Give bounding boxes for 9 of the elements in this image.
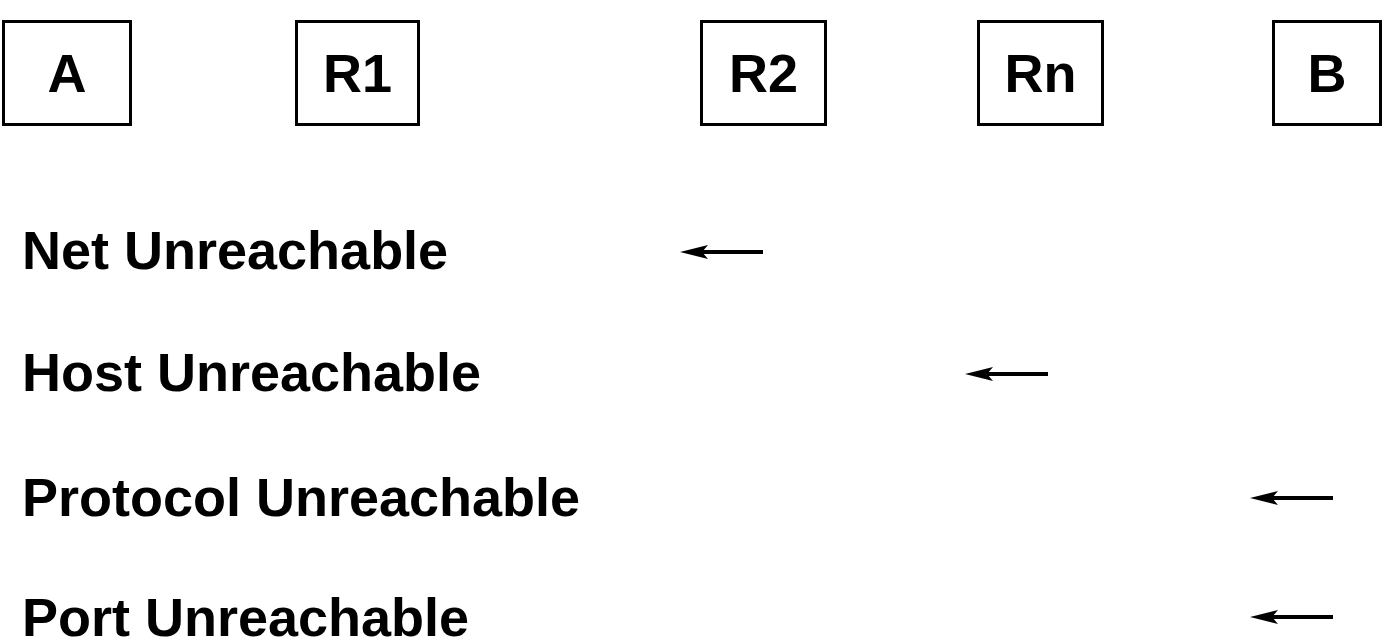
message-label: Port Unreachable — [22, 586, 470, 642]
node-box: R1 — [295, 20, 420, 126]
node-box: B — [1272, 20, 1382, 126]
node-box: Rn — [977, 20, 1104, 126]
node-box: A — [2, 20, 132, 126]
message-label: Net Unreachable — [22, 219, 449, 282]
message-label: Host Unreachable — [22, 341, 482, 404]
node-box: R2 — [700, 20, 827, 126]
message-label: Protocol Unreachable — [22, 466, 581, 529]
